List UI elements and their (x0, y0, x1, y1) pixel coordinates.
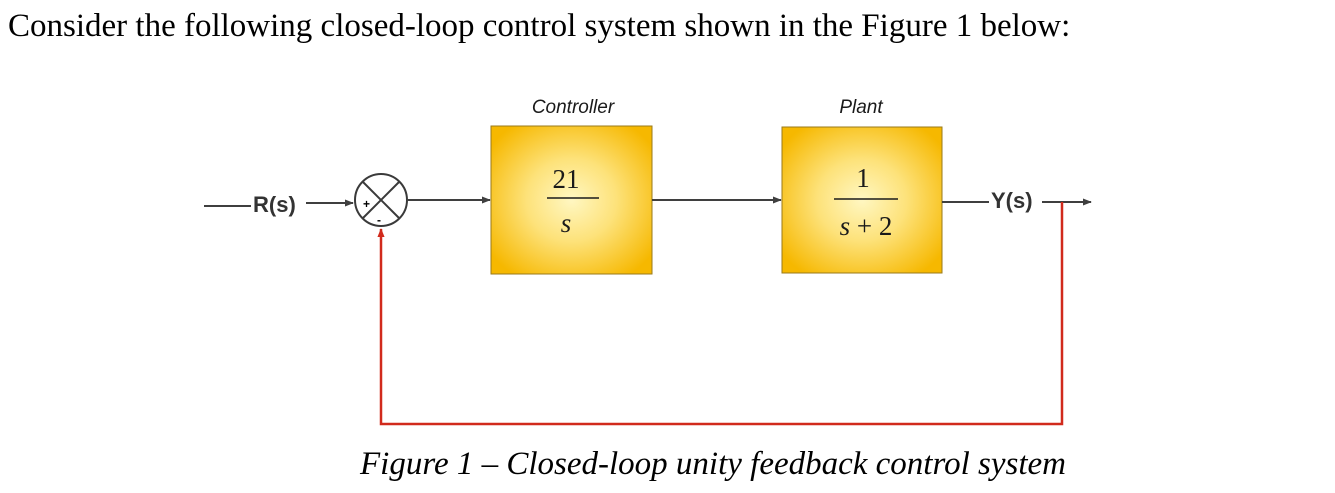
figure-caption: Figure 1 – Closed-loop unity feedback co… (360, 446, 1066, 482)
input-signal-label: R(s) (253, 192, 296, 217)
plant-denominator-rest: + 2 (850, 211, 892, 241)
minus-sign: - (377, 213, 381, 227)
plant-block: Plant 1 s + 2 (781, 97, 943, 274)
plant-denominator: s + 2 (840, 211, 893, 241)
plant-numerator: 1 (856, 163, 870, 193)
plant-label: Plant (839, 97, 883, 118)
plant-denominator-var: s (840, 211, 851, 241)
summing-junction: + - (354, 173, 408, 227)
plus-sign: + (363, 197, 370, 211)
controller-numerator: 21 (553, 164, 580, 194)
output-signal-label: Y(s) (991, 188, 1033, 213)
controller-denominator: s (561, 208, 572, 238)
controller-block: Controller 21 s (490, 97, 653, 275)
controller-label: Controller (532, 97, 615, 118)
feedback-path (377, 202, 1064, 426)
intro-text: Consider the following closed-loop contr… (8, 8, 1071, 44)
